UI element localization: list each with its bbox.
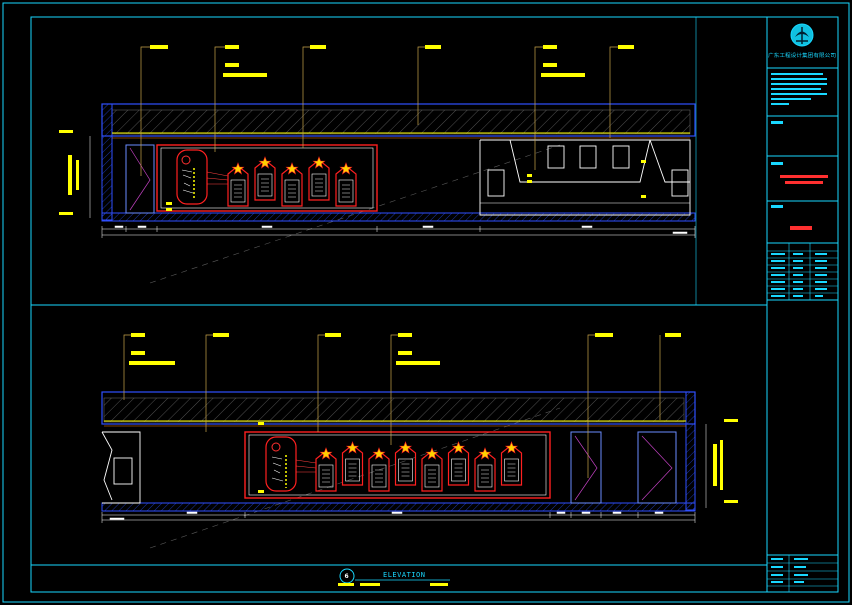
notes-lines <box>771 73 827 208</box>
company-name: 广东工程设计集团有限公司 <box>768 52 836 59</box>
star-icon <box>345 441 360 454</box>
elevation-top <box>59 45 696 238</box>
star-icon <box>451 441 466 454</box>
star-panel <box>341 441 364 486</box>
company-logo-icon <box>790 23 814 47</box>
star-panel <box>368 447 390 492</box>
elevation-caption: 6 ELEVATION <box>338 568 450 586</box>
project-name <box>780 175 828 230</box>
star-panels-top <box>227 156 357 207</box>
ceiling-hatch-bottom <box>101 391 696 425</box>
door-right-2 <box>637 431 677 504</box>
exhibition-wall-top <box>156 144 378 212</box>
leader-callouts-top <box>140 45 634 176</box>
door-frame-left <box>101 431 141 504</box>
star-panel <box>315 447 337 492</box>
star-icon <box>504 441 519 454</box>
height-dimension-top <box>59 130 91 218</box>
star-panels-bottom <box>315 441 523 492</box>
ceiling-hatch <box>101 103 696 137</box>
star-icon <box>319 447 333 460</box>
emblem-panel <box>176 149 208 205</box>
leader-callouts-bottom <box>123 333 681 478</box>
star-panel <box>227 162 249 207</box>
star-icon <box>258 156 272 169</box>
floor-line-bottom <box>101 502 696 512</box>
star-panel <box>308 156 330 201</box>
dimension-line-top <box>101 225 696 238</box>
star-icon <box>398 441 413 454</box>
star-panel <box>335 162 357 207</box>
revision-table <box>767 555 838 592</box>
star-panel <box>421 447 443 492</box>
star-icon <box>231 162 245 175</box>
exhibition-wall-bottom <box>244 422 551 499</box>
right-wall <box>685 391 696 511</box>
left-wall <box>101 103 113 221</box>
star-icon <box>312 156 326 169</box>
star-panel <box>394 441 417 486</box>
star-icon <box>285 162 299 175</box>
star-panel <box>281 162 303 207</box>
dimension-line-bottom <box>101 511 696 523</box>
floor-line <box>101 212 696 222</box>
star-panel <box>500 441 523 486</box>
star-icon <box>478 447 492 460</box>
door-right-1 <box>570 431 602 504</box>
emblem-panel-bottom <box>265 436 297 492</box>
star-icon <box>425 447 439 460</box>
elevation-bottom <box>101 333 738 523</box>
elevation-symbol: 6 <box>345 573 349 580</box>
title-block: 广东工程设计集团有限公司 <box>766 16 839 593</box>
signature-table <box>767 243 838 300</box>
star-panel <box>254 156 276 201</box>
star-icon <box>339 162 353 175</box>
star-panel <box>474 447 496 492</box>
elevation-title: ELEVATION <box>383 571 425 579</box>
height-dimension-bottom <box>705 419 738 508</box>
door-left <box>125 144 155 214</box>
star-icon <box>372 447 386 460</box>
star-panel <box>447 441 470 486</box>
display-frame-right <box>479 139 691 216</box>
